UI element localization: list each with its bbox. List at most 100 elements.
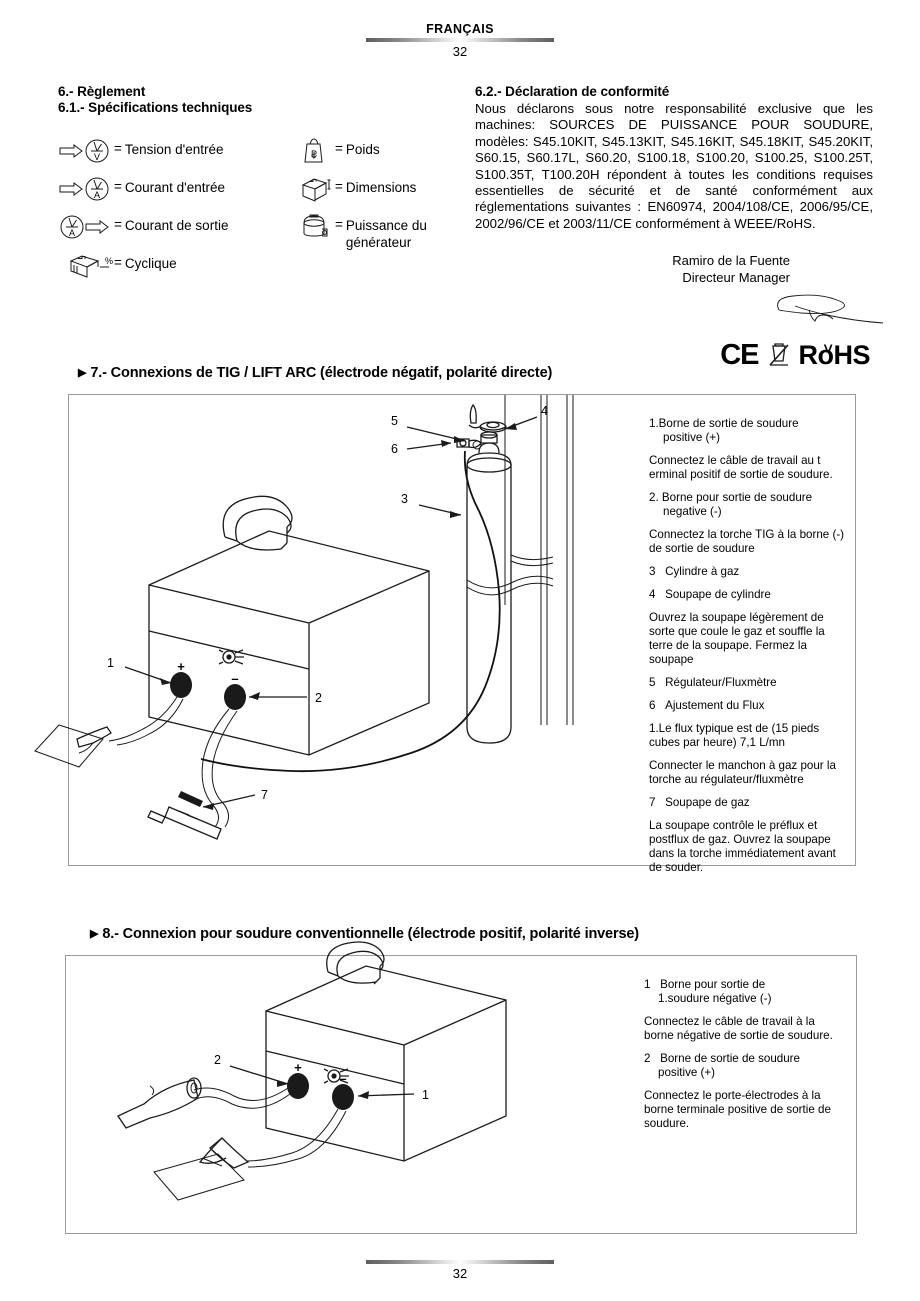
svg-text:A: A — [94, 190, 100, 200]
list-item: 1 Borne pour sortie de 1.soudure négativ… — [644, 978, 844, 1006]
legend-item: = Puissance du générateur — [295, 214, 485, 251]
list-item: Connectez le porte-électrodes à la borne… — [644, 1089, 831, 1130]
callout-2: 2 — [214, 1053, 221, 1067]
list-item: Ouvrez la soupape légèrement de sorte qu… — [649, 611, 825, 666]
legend-equals: = — [335, 179, 343, 194]
list-item: 3 Cylindre à gaz — [649, 565, 845, 579]
tig-instruction-list: 1.Borne de sortie de soudure positive (+… — [649, 417, 845, 875]
list-item-number: 1. — [649, 417, 659, 430]
list-item-label: Borne pour sortie de — [660, 978, 766, 991]
list-item-number: 1 — [644, 978, 651, 991]
generator-icon — [295, 214, 335, 240]
bullet-triangle-icon: ▶ — [78, 367, 87, 379]
list-item-sublabel: 1.soudure négative (-) — [658, 992, 772, 1005]
callout-2: 2 — [315, 691, 322, 705]
tig-connection-illustration: + – 1 2 7 3 4 — [34, 395, 574, 840]
conventional-instruction-list: 1 Borne pour sortie de 1.soudure négativ… — [644, 978, 844, 1131]
conventional-welding-diagram-panel: + – 2 1 1 Borne pour sortie de — [65, 941, 857, 1234]
list-item-label: Borne de sortie de soudure — [658, 417, 799, 430]
legend-equals: = — [114, 255, 122, 270]
section-6-right-column: 6.2.- Déclaration de conformité Nous déc… — [475, 84, 884, 370]
dimensions-box-icon — [295, 176, 335, 202]
list-item: 2 Borne de sortie de soudure positive (+… — [644, 1052, 844, 1080]
arrow-voltmeter-icon: V — [58, 138, 114, 164]
header-page-number: 32 — [452, 44, 468, 59]
conventional-connection-illustration: + – 2 1 — [117, 941, 507, 1201]
rohs-check-accent: ˅ — [823, 341, 833, 359]
section-6-2-title: 6.2.- Déclaration de conformité — [475, 84, 670, 99]
list-item-number: 4 — [649, 588, 656, 601]
legend-column-left: V = Tension d'entrée A — [58, 138, 258, 290]
section-6-title: 6.- Règlement — [58, 84, 146, 99]
crossed-out-wheelie-bin-icon — [768, 340, 790, 370]
rohs-mark: RoHS ˅ — [799, 341, 871, 369]
section-8-title: ▶8.- Connexion pour soudure conventionne… — [90, 926, 639, 942]
list-item-sublabel: negative (-) — [663, 505, 722, 518]
legend-label: Courant de sortie — [124, 218, 229, 233]
list-item-label: Ajustement du Flux — [665, 699, 765, 712]
weight-icon: P — [295, 138, 335, 164]
list-item: 1.Borne de sortie de soudure positive (+… — [649, 417, 845, 445]
list-item: 7 Soupape de gaz — [649, 796, 845, 810]
terminal-plus-label: + — [177, 659, 185, 674]
legend-item: % = Cyclique — [58, 252, 258, 278]
list-item-number: 7 — [649, 796, 656, 809]
legend-label: Poids — [345, 142, 380, 157]
header-rule — [366, 38, 554, 42]
legend-label: Courant d'entrée — [124, 180, 226, 195]
section-7-title: ▶7.- Connexions de TIG / LIFT ARC (élect… — [78, 365, 553, 381]
list-item-number: 2 — [644, 1052, 651, 1065]
header-language: FRANÇAIS — [426, 22, 494, 36]
footer-page-number: 32 — [452, 1266, 468, 1281]
svg-text:V: V — [94, 152, 100, 162]
callout-7: 7 — [261, 788, 268, 802]
list-item: Connectez le câble de travail au t ermin… — [649, 454, 833, 481]
legend-equals: = — [335, 141, 343, 156]
list-item: 6 Ajustement du Flux — [649, 699, 845, 713]
callout-1: 1 — [422, 1088, 429, 1102]
list-item-number: 5 — [649, 676, 656, 689]
legend-equals: = — [335, 217, 343, 232]
tig-connection-diagram-panel: + – 1 2 7 3 4 — [34, 394, 856, 874]
ammeter-arrow-icon: A — [58, 214, 114, 240]
duty-cycle-box-icon: % — [58, 252, 114, 278]
legend-item: A = Courant de sortie — [58, 214, 258, 240]
conformity-declaration-text: Nous déclarons sous notre responsabilité… — [475, 101, 873, 231]
list-item-label: Borne de sortie de soudure — [660, 1052, 800, 1065]
ce-mark: CE — [720, 339, 759, 372]
signature-block: Ramiro de la Fuente Directeur Manager — [520, 252, 790, 286]
list-item-label: Borne pour sortie de soudure — [661, 491, 813, 504]
legend-label: Puissance du générateur — [345, 218, 427, 250]
terminal-plus-label: + — [294, 1060, 302, 1075]
legend-label: Dimensions — [345, 180, 417, 195]
terminal-minus-label: – — [231, 671, 238, 686]
legend-item: A = Courant d'entrée — [58, 176, 258, 202]
list-item: La soupape contrôle le préflux et postfl… — [649, 819, 836, 874]
legend-item: P = Poids — [295, 138, 485, 164]
list-item: 1.Le flux typique est de (15 pieds cubes… — [649, 722, 820, 749]
list-item-sublabel: positive (+) — [663, 431, 721, 444]
terminal-minus-label: – — [339, 1071, 346, 1086]
signatory-title: Directeur Manager — [682, 270, 790, 286]
list-item-label: Soupape de gaz — [665, 796, 750, 809]
list-item-label: Régulateur/Fluxmètre — [665, 676, 777, 689]
list-item: Connectez la torche TIG à la borne (-) d… — [649, 528, 845, 555]
signatory-name: Ramiro de la Fuente — [672, 253, 790, 269]
legend-item: = Dimensions — [295, 176, 485, 202]
page-header: FRANÇAIS 32 — [0, 22, 920, 60]
legend-equals: = — [114, 141, 122, 156]
list-item-number: 3 — [649, 565, 656, 578]
arrow-ammeter-icon: A — [58, 176, 114, 202]
list-item: 2. Borne pour sortie de soudure negative… — [649, 491, 845, 519]
legend-equals: = — [114, 217, 122, 232]
callout-4: 4 — [541, 404, 548, 418]
legend-label: Tension d'entrée — [124, 142, 224, 157]
list-item-label: Cylindre à gaz — [665, 565, 740, 578]
legend-equals: = — [114, 179, 122, 194]
list-item-label: Soupape de cylindre — [665, 588, 771, 601]
list-item-number: 2. — [649, 491, 659, 504]
legend-item: V = Tension d'entrée — [58, 138, 258, 164]
footer-rule — [366, 1260, 554, 1264]
legend-label: Cyclique — [124, 256, 177, 271]
callout-3: 3 — [401, 492, 408, 506]
